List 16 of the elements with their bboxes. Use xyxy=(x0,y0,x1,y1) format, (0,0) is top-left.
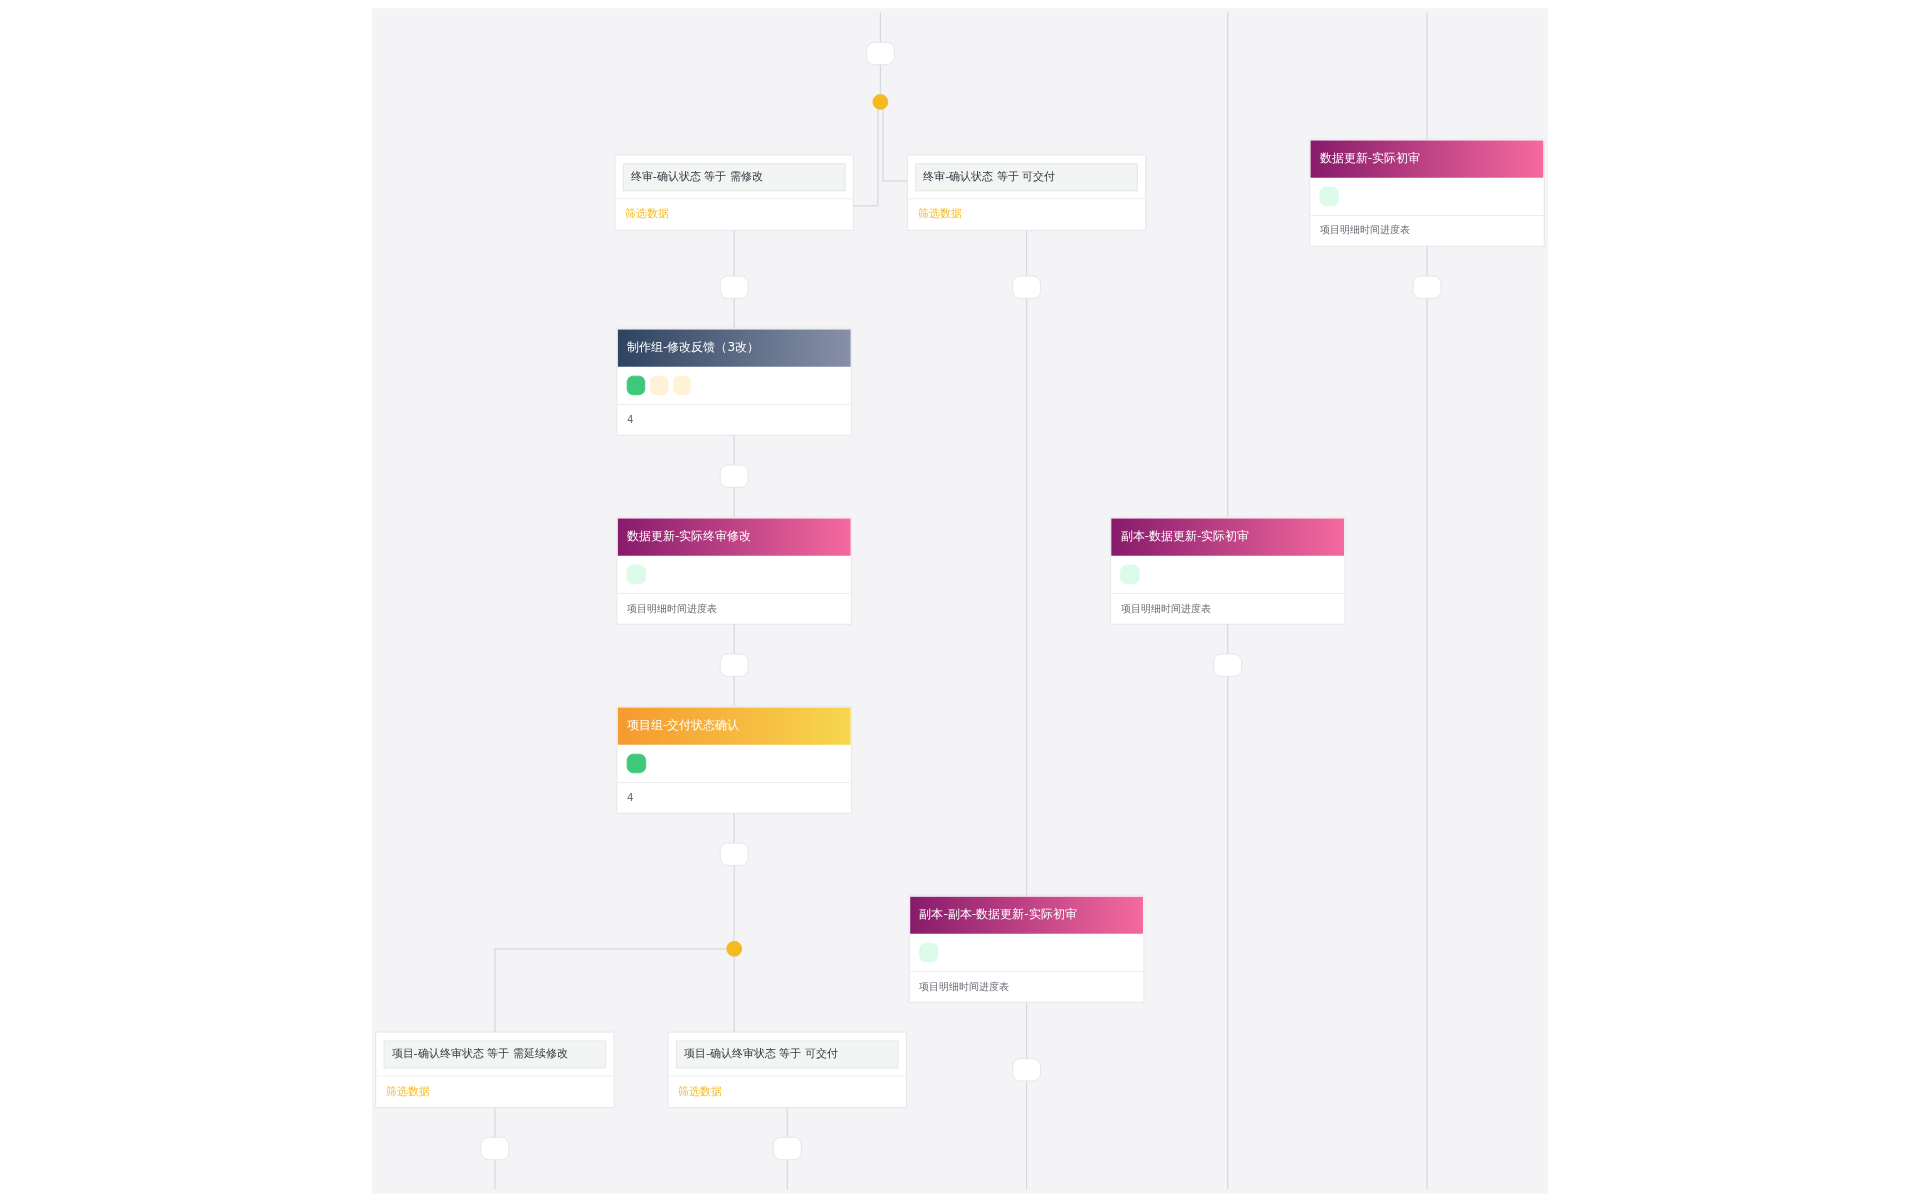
node-box xyxy=(1012,1058,1041,1082)
node-box xyxy=(719,653,749,677)
node-box xyxy=(719,464,749,488)
connector xyxy=(852,108,879,207)
connector xyxy=(882,108,908,182)
node-circle xyxy=(872,94,889,110)
node-circle xyxy=(726,940,743,957)
node-box xyxy=(1213,653,1243,677)
node-box xyxy=(719,275,749,299)
node-box xyxy=(772,1136,802,1161)
node-box xyxy=(719,842,749,866)
node-box xyxy=(1012,275,1041,299)
node-box xyxy=(1412,275,1442,299)
node-box xyxy=(865,41,895,66)
connector xyxy=(494,948,728,1033)
node-box xyxy=(480,1136,510,1161)
